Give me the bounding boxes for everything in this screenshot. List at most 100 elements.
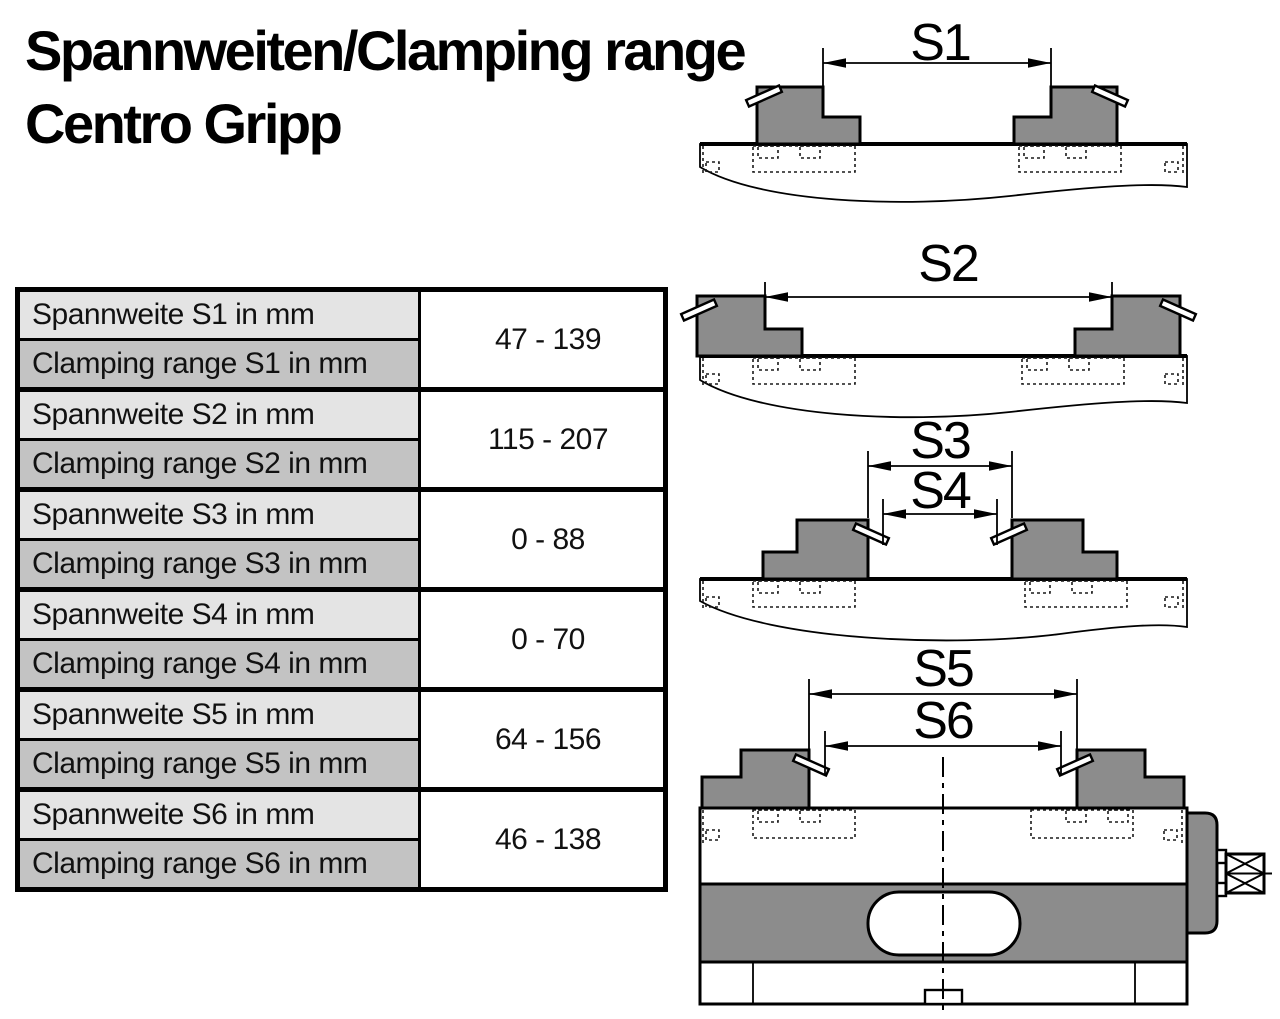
table-row-spannweite-s3: Spannweite S3 in mm 0 - 88 [16,487,667,591]
table-row-spannweite-s6: Spannweite S6 in mm 46 - 138 [16,787,667,891]
spindle-crosshatch [1225,853,1272,894]
arrowhead [868,461,891,471]
grip-pin [851,521,891,547]
arrowhead [765,292,788,302]
arrowhead [883,509,906,519]
value-s5: 64 - 156 [418,687,667,791]
hidden-slot [1065,145,1087,159]
dimension-label-s5: S5 [913,640,973,698]
clamping-range-table: Spannweite S1 in mm 47 - 139 Clamping ra… [15,287,668,892]
hidden-slot [1023,145,1045,159]
hidden-slot [1030,809,1134,839]
table-row-clamping-s5: Clamping range S5 in mm [16,738,666,791]
grip-pin [791,752,831,778]
grip-pin [1158,297,1198,323]
hidden-edge [705,161,720,173]
value-s2: 115 - 207 [418,387,667,491]
table-row-spannweite-s5: Spannweite S5 in mm 64 - 156 [16,687,667,791]
hidden-slot [757,580,779,594]
label-spannweite-s5: Spannweite S5 in mm [16,687,421,741]
hidden-slot [752,809,856,839]
right-jaw [1075,748,1186,810]
page-title-line1: Spannweiten/Clamping range [25,19,747,82]
label-clamping-s3: Clamping range S3 in mm [16,538,421,591]
label-clamping-s6: Clamping range S6 in mm [16,838,421,891]
hidden-edge [1163,829,1178,841]
diagram-s2: S2 [679,235,1198,419]
grip-pin [989,521,1029,547]
table-row-spannweite-s2: Spannweite S2 in mm 115 - 207 [16,387,667,491]
hidden-slot [799,809,821,823]
page-title-line2: Centro Gripp [25,92,343,155]
spindle-housing [1185,811,1219,935]
arrowhead [823,58,846,68]
hidden-edge [705,829,720,841]
arrowhead [1054,689,1077,699]
value-s1: 47 - 139 [418,288,667,391]
grip-pin [1090,83,1130,109]
arrowhead [825,741,848,751]
grip-pin [679,297,719,323]
label-clamping-s5: Clamping range S5 in mm [16,738,421,791]
grip-pin [1055,752,1095,778]
hidden-slot [757,809,779,823]
hidden-slot [799,357,821,371]
hidden-edge [1164,373,1179,385]
hidden-slot [752,357,856,385]
hidden-edge [705,596,720,608]
dimension-label-s2: S2 [918,235,978,293]
label-spannweite-s3: Spannweite S3 in mm [16,487,421,541]
hidden-slot [1107,809,1129,823]
hidden-slot [752,580,856,608]
hidden-slot [757,145,779,159]
table-row-spannweite-s4: Spannweite S4 in mm 0 - 70 [16,587,667,691]
label-spannweite-s6: Spannweite S6 in mm [16,787,421,841]
diagram-s5-s6: S5 S6 [698,640,1272,1012]
right-jaw [1010,518,1119,581]
label-clamping-s2: Clamping range S2 in mm [16,438,421,491]
page-title: Spannweiten/Clamping range Centro Gripp [25,14,747,160]
base-body [699,355,1188,419]
hidden-slot [1018,145,1122,173]
hidden-slot [1029,580,1051,594]
value-s6: 46 - 138 [418,787,667,891]
dimension-label-s4: S4 [910,462,971,520]
hidden-slot [1021,357,1125,385]
table-row-clamping-s3: Clamping range S3 in mm [16,538,666,591]
label-spannweite-s4: Spannweite S4 in mm [16,587,421,641]
hidden-edge [705,373,720,385]
table-row-clamping-s6: Clamping range S6 in mm [16,838,666,891]
arrowhead [989,461,1012,471]
base-body [699,578,1188,642]
hidden-slot [1071,580,1093,594]
hidden-edge [1164,161,1179,173]
hidden-slot [752,145,856,173]
base-body [699,143,1188,203]
arrowhead [1028,58,1051,68]
hidden-slot [1026,357,1048,371]
value-s4: 0 - 70 [418,587,667,691]
technical-drawings: S1 S2 [679,14,1272,1012]
dimension-label-s6: S6 [913,692,973,750]
hidden-slot [1065,809,1087,823]
hidden-slot [1068,357,1090,371]
diagram-s3-s4: S3 S4 [699,412,1188,642]
value-s3: 0 - 88 [418,487,667,591]
table-row-clamping-s1: Clamping range S1 in mm [16,338,666,391]
dimension-label-s3: S3 [910,412,970,470]
label-spannweite-s1: Spannweite S1 in mm [16,288,421,341]
table-row-spannweite-s1: Spannweite S1 in mm 47 - 139 [16,288,667,391]
diagram-s1: S1 [699,14,1188,203]
table-row-clamping-s2: Clamping range S2 in mm [16,438,666,491]
arrowhead [809,689,832,699]
hidden-slot [799,580,821,594]
left-jaw [761,518,870,581]
label-clamping-s1: Clamping range S1 in mm [16,338,421,391]
left-jaw [700,748,811,810]
label-spannweite-s2: Spannweite S2 in mm [16,387,421,441]
hidden-slot [799,145,821,159]
arrowhead [1038,741,1061,751]
hidden-slot [1024,580,1128,608]
hidden-edge [1164,596,1179,608]
hidden-slot [757,357,779,371]
